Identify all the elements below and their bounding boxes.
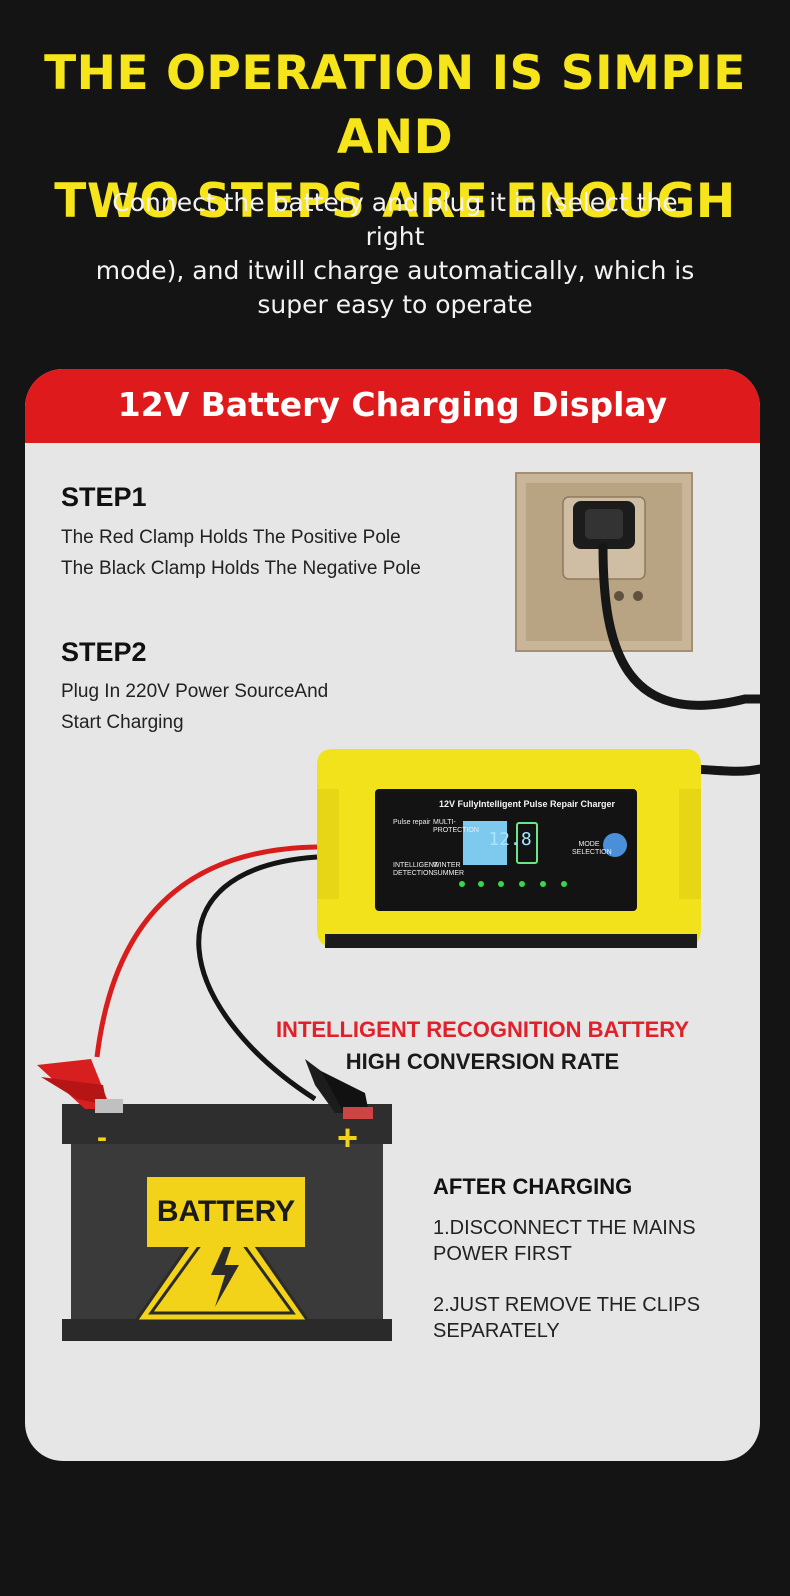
after-charging-item-2: 2.JUST REMOVE THE CLIPS SEPARATELY — [433, 1292, 733, 1344]
step2-line-2: Start Charging — [61, 712, 184, 733]
charger-display-value: 12.8 — [488, 829, 532, 850]
after-charging-item-1: 1.DISCONNECT THE MAINS POWER FIRST — [433, 1215, 733, 1267]
multi-protection-label: MULTI-PROTECTION — [433, 819, 479, 834]
step2-line-1: Plug In 220V Power SourceAnd — [61, 681, 329, 702]
red-clamp-image — [37, 1059, 123, 1113]
feature-recognition: INTELLIGENT RECOGNITION BATTERY — [275, 1017, 690, 1042]
step1-title: STEP1 — [61, 482, 147, 512]
headline-line-1: THE OPERATION IS SIMPIE AND — [44, 46, 746, 165]
red-cable — [94, 844, 318, 1058]
power-cord — [598, 542, 760, 710]
after-item-1-line-1: 1.DISCONNECT THE MAINS — [433, 1217, 696, 1239]
charger-image — [317, 749, 701, 948]
mode-selection-label: MODE SELECTION — [572, 841, 612, 856]
headline: THE OPERATION IS SIMPIE AND TWO STEPS AR… — [0, 42, 790, 234]
black-cable — [196, 854, 318, 1102]
step1-line-1: The Red Clamp Holds The Positive Pole — [61, 527, 401, 548]
subheadline-line-1: Connect the battery and plug it in (sele… — [112, 188, 678, 251]
illustration — [37, 472, 760, 1341]
battery-minus-terminal: - — [97, 1121, 107, 1154]
after-item-2-line-2: SEPARATELY — [433, 1320, 560, 1342]
feature-conversion: HIGH CONVERSION RATE — [345, 1049, 620, 1074]
after-item-1-line-2: POWER FIRST — [433, 1243, 572, 1265]
panel-title: 12V Battery Charging Display — [117, 385, 668, 424]
subheadline-line-2: mode), and itwill charge automatically, … — [95, 256, 695, 285]
winter-summer-label: WINTER SUMMER — [433, 862, 465, 877]
after-item-2-line-1: 2.JUST REMOVE THE CLIPS — [433, 1294, 701, 1316]
pulse-repair-label: Pulse repair — [393, 819, 431, 826]
intelligent-detection-label: INTELLIGENT DETECTION — [393, 862, 438, 877]
panel-header — [25, 369, 760, 443]
charger-label: 12V FullyIntelligent Pulse Repair Charge… — [438, 799, 616, 809]
subheadline-line-3: super easy to operate — [257, 290, 533, 319]
step1-line-2: The Black Clamp Holds The Negative Pole — [61, 558, 421, 579]
after-charging-title: AFTER CHARGING — [433, 1174, 633, 1199]
black-clamp-image — [305, 1059, 373, 1119]
step2-title: STEP2 — [61, 637, 147, 667]
battery-label: BATTERY — [147, 1177, 305, 1247]
subheadline: Connect the battery and plug it in (sele… — [80, 186, 710, 322]
battery-plus-terminal: + — [337, 1117, 359, 1158]
headline-line-2: TWO STEPS ARE ENOUGH — [54, 174, 736, 229]
instruction-panel: 12V Battery Charging Display — [25, 369, 760, 1461]
